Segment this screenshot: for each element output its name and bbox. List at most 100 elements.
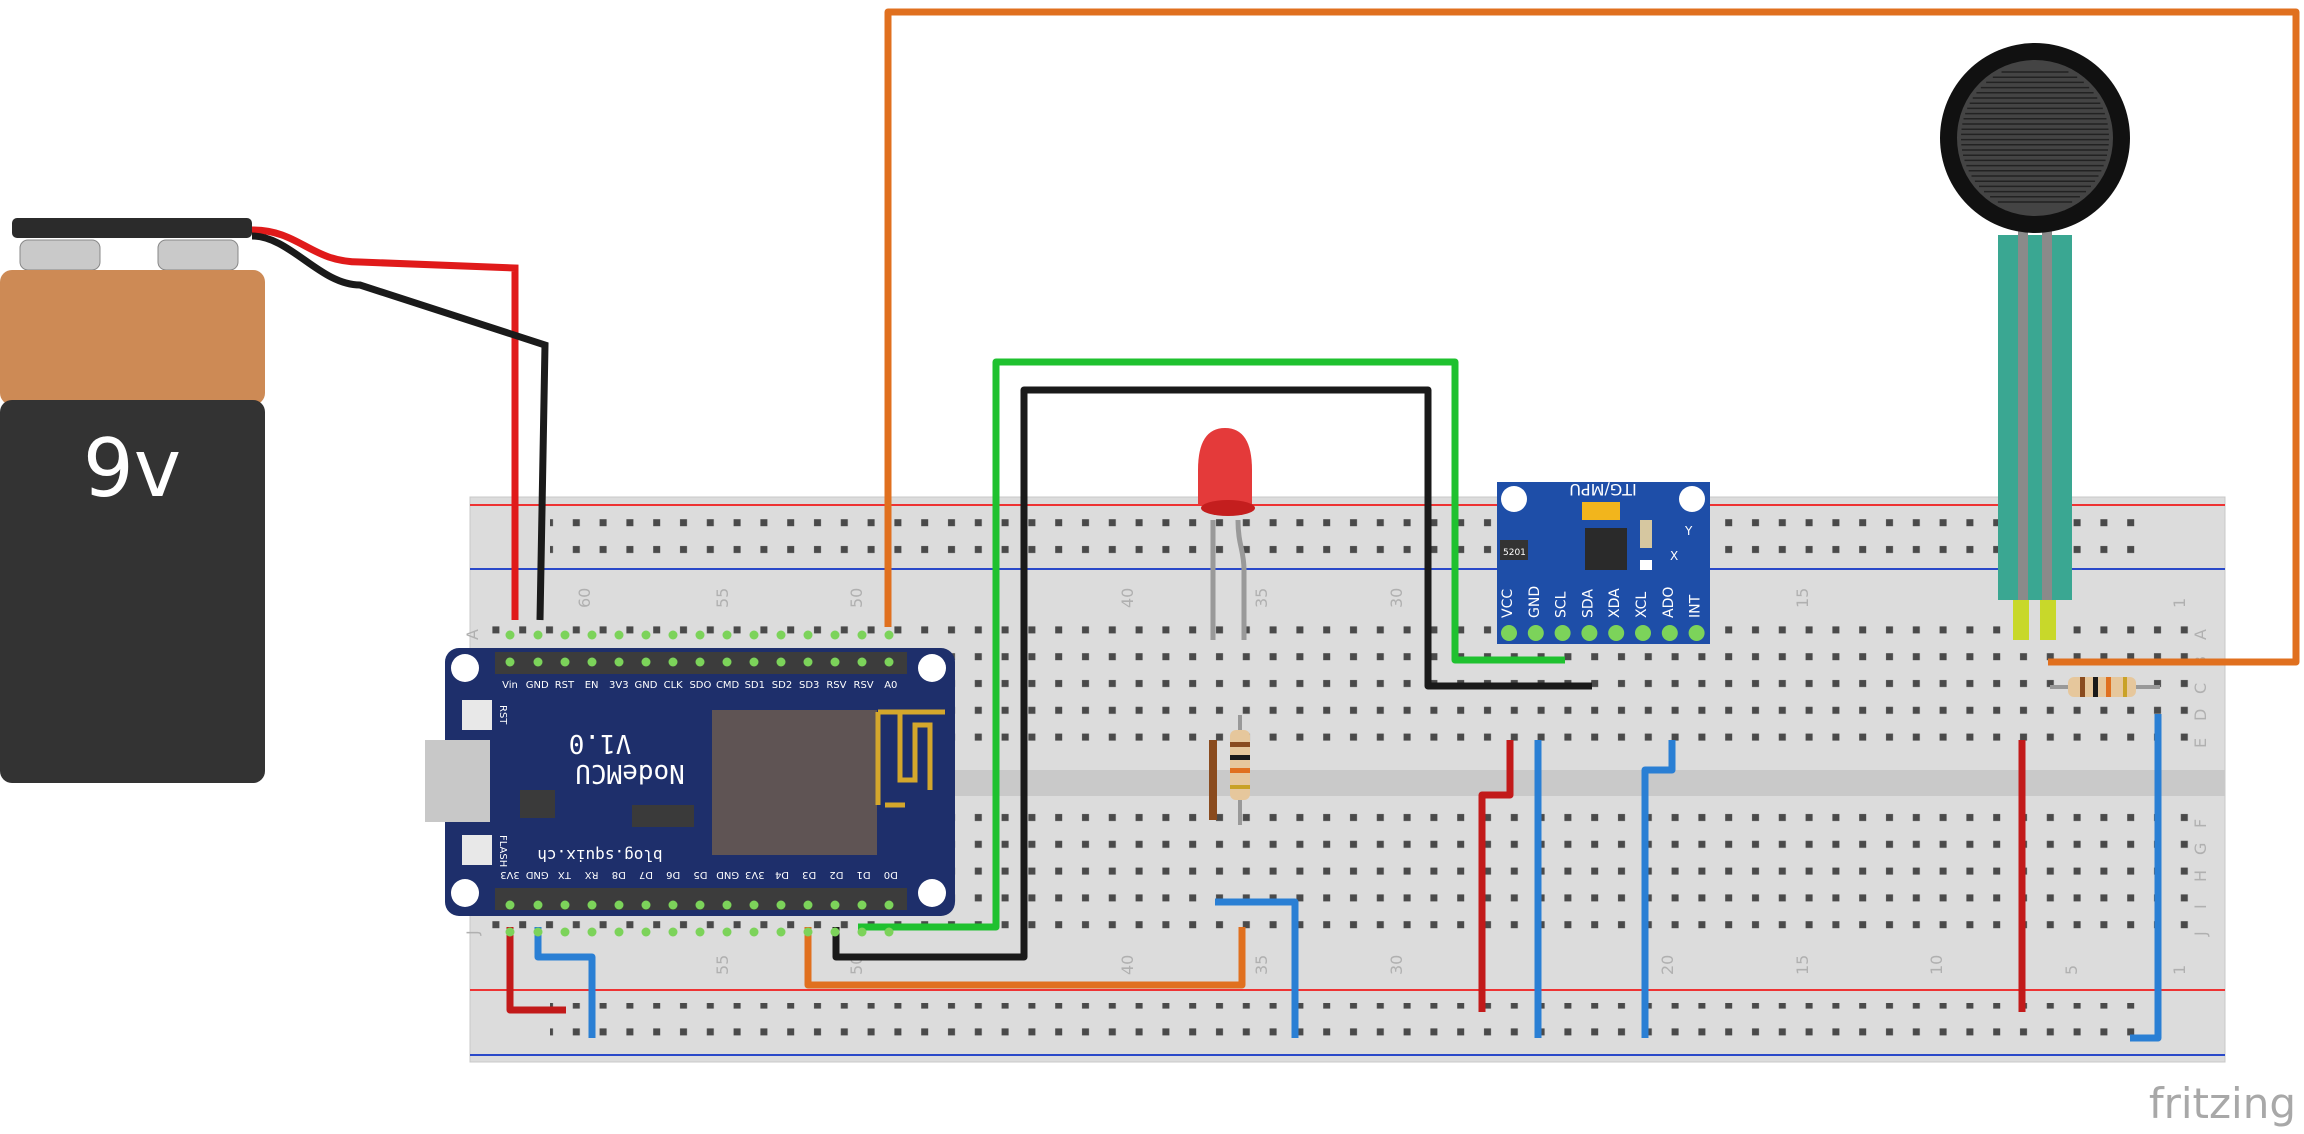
row-letter-a: A	[2191, 629, 2210, 640]
col-num-60: 60	[575, 588, 594, 608]
breadboard-hole-active	[695, 630, 705, 640]
breadboard-hole-active	[641, 630, 651, 640]
row-letter-d: D	[2191, 709, 2210, 721]
col-num-b1: 1	[2170, 965, 2189, 975]
mpu-pin	[1501, 625, 1517, 641]
breadboard-hole-active	[776, 657, 786, 667]
breadboard-hole-active	[776, 927, 786, 937]
breadboard-hole-active	[505, 927, 515, 937]
nodemcu-pin-label: 3V3	[500, 869, 520, 880]
nodemcu-pin-label: SDO	[689, 680, 711, 691]
breadboard-hole-active	[587, 657, 597, 667]
nodemcu-pin-label: CLK	[664, 680, 684, 691]
col-num-55: 55	[713, 588, 732, 608]
nodemcu-flash-label: FLASH	[497, 835, 508, 867]
breadboard-hole-active	[803, 657, 813, 667]
battery-label: 9v	[83, 422, 181, 515]
breadboard-hole-active	[560, 630, 570, 640]
breadboard-hole-active	[533, 630, 543, 640]
breadboard-hole-active	[857, 657, 867, 667]
mpu-pin	[1688, 625, 1705, 641]
orange-wire-top	[884, 8, 2300, 666]
breadboard-hole-active	[884, 630, 894, 640]
blue-wire-led	[1215, 898, 1299, 1038]
nodemcu-pin-label: D7	[639, 869, 653, 880]
nodemcu-pin-label: Vin	[502, 680, 518, 691]
nodemcu-pin-label: D6	[666, 869, 680, 880]
breadboard-hole-active	[668, 630, 678, 640]
nodemcu-pin-label: RX	[585, 869, 599, 880]
resistor-fsr	[2050, 677, 2160, 697]
nodemcu-pin-label: SD2	[772, 680, 792, 691]
breadboard-hole-active	[668, 927, 678, 937]
mpu-pin-label: ADO	[1661, 587, 1677, 618]
breadboard-hole-active	[857, 630, 867, 640]
row-letter-f: F	[2191, 819, 2210, 828]
breadboard-hole-active	[803, 630, 813, 640]
breadboard-hole-active	[857, 927, 867, 937]
mpu-pin	[1554, 625, 1571, 641]
green-wire	[858, 358, 1565, 931]
nodemcu-pin-label: D1	[857, 869, 871, 880]
battery: 9v	[0, 218, 265, 783]
breadboard-hole-active	[884, 657, 894, 667]
row-letter-j: J	[2191, 931, 2210, 937]
nodemcu-pin-label: GND	[635, 680, 658, 691]
fritzing-watermark: fritzing	[2149, 1079, 2296, 1128]
col-num-30: 30	[1387, 588, 1406, 608]
nodemcu-board	[425, 648, 955, 916]
orange-wire-bottom	[804, 927, 1246, 989]
breadboard-hole-active	[722, 630, 732, 640]
breadboard-hole-active	[803, 900, 813, 910]
blue-wire-3	[1641, 740, 1676, 1038]
blue-wire-1	[534, 927, 596, 1038]
breadboard-hole-active	[830, 630, 840, 640]
breadboard-hole-active	[533, 927, 543, 937]
nodemcu-pin-label: GND	[526, 680, 549, 691]
mpu-module	[1497, 482, 1710, 644]
breadboard-hole-active	[614, 900, 624, 910]
nodemcu-pin-label: SD1	[745, 680, 765, 691]
mpu-axis-x: X	[1670, 549, 1678, 563]
breadboard-hole-active	[830, 900, 840, 910]
breadboard-hole-active	[722, 900, 732, 910]
breadboard-hole-active	[884, 900, 894, 910]
breadboard-hole-active	[533, 657, 543, 667]
breadboard-hole-active	[614, 657, 624, 667]
nodemcu-pin-label: D8	[612, 869, 626, 880]
nodemcu-pin-label: RSV	[854, 680, 874, 691]
mpu-chip-label: 5201	[1503, 548, 1526, 558]
breadboard-hole-active	[560, 900, 570, 910]
row-letter-c: C	[2191, 683, 2210, 694]
mpu-pin	[1581, 625, 1598, 641]
breadboard-hole-active	[776, 900, 786, 910]
col-num-b30: 30	[1387, 955, 1406, 975]
breadboard-hole-active	[749, 630, 759, 640]
fsr-sensor	[1940, 43, 2130, 640]
breadboard-hole-active	[641, 657, 651, 667]
antenna-icon	[875, 709, 945, 808]
row-letter-g: G	[2191, 843, 2210, 855]
breadboard-hole-active	[695, 927, 705, 937]
nodemcu-pin-label: D0	[884, 869, 898, 880]
nodemcu-pin-label: RST	[555, 680, 575, 691]
row-letter-h: H	[2191, 870, 2210, 882]
nodemcu-version: V1.0	[569, 728, 632, 758]
red-wire-1	[506, 927, 566, 1014]
nodemcu-pin-label: RSV	[826, 680, 846, 691]
battery-red-lead	[251, 226, 519, 620]
nodemcu-pin-label: EN	[585, 680, 599, 691]
col-num-b55: 55	[713, 955, 732, 975]
mpu-pin	[1527, 625, 1544, 641]
mpu-pin-label: XCL	[1634, 592, 1650, 618]
mpu-axis-y: Y	[1684, 524, 1693, 538]
breadboard-hole-active	[505, 630, 515, 640]
breadboard-hole-active	[668, 657, 678, 667]
breadboard-hole-active	[695, 900, 705, 910]
blue-wire-4	[2130, 714, 2162, 1042]
breadboard-hole-active	[749, 927, 759, 937]
row-letter-left-a: A	[463, 629, 482, 640]
row-letter-left-j: J	[463, 930, 482, 936]
nodemcu-rst-label: RST	[497, 705, 508, 725]
col-num-15: 15	[1793, 588, 1812, 608]
